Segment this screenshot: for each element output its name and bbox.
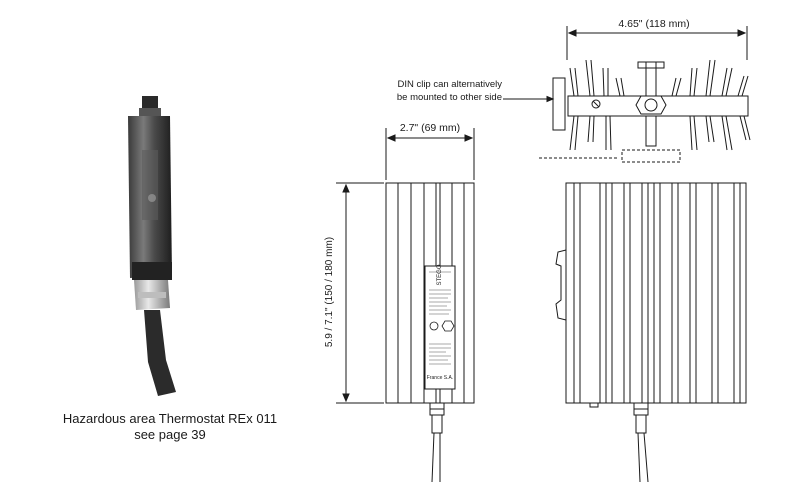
heater-side-view xyxy=(555,182,747,483)
heater-front-view xyxy=(385,182,475,483)
dimension-height xyxy=(336,182,384,404)
thermostat-knob xyxy=(142,96,158,110)
dimension-height-label: 5.9 / 7.1" (150 / 180 mm) xyxy=(324,236,335,348)
ce-mark-icon xyxy=(429,321,439,331)
thermostat-cable xyxy=(144,310,176,396)
thermostat-caption-line1: Hazardous area Thermostat REx 011 xyxy=(62,411,278,426)
din-note-line1: DIN clip can alternatively xyxy=(397,79,502,90)
dimension-front-width xyxy=(385,128,475,180)
din-clip xyxy=(555,249,567,321)
dimension-top-width xyxy=(566,26,748,60)
ex-hexagon-icon xyxy=(441,320,455,332)
thermostat-caption-line2: see page 39 xyxy=(134,427,206,442)
heater-top-view xyxy=(539,59,751,163)
nameplate-country: France S.A. xyxy=(426,375,454,381)
din-note-line2: be mounted to other side xyxy=(396,92,502,103)
nameplate-brand: STEGO xyxy=(437,264,443,286)
dimension-front-width-label: 2.7" (69 mm) xyxy=(399,122,461,134)
dimension-top-width-label: 4.65" (118 mm) xyxy=(618,18,690,30)
